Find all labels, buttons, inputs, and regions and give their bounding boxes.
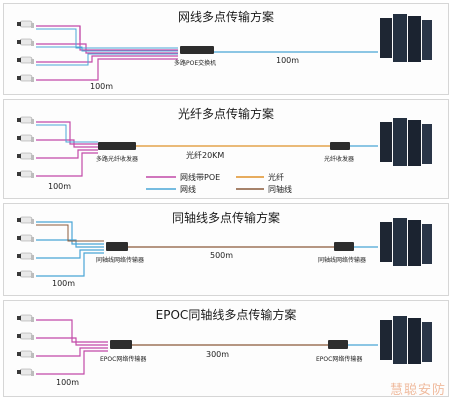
camera-icon (16, 170, 35, 179)
fiber-transceiver-icon (98, 142, 136, 150)
epoc-receiver-label: EPOC网络传输器 (316, 356, 363, 363)
panel4-title: EPOC同轴线多点传输方案 (155, 308, 297, 322)
coax-transmitter-icon (106, 242, 128, 251)
fiber-receiver-label: 光纤收发器 (324, 156, 355, 163)
coax-transmitter-label: 同轴线网络传输器 (96, 257, 145, 264)
panel3-ethernet-lines (36, 221, 104, 277)
fiber-receiver-icon (330, 142, 350, 150)
panel2-cameras (16, 116, 35, 179)
epoc-transmitter-label: EPOC网络传输器 (100, 356, 147, 363)
legend-coax-label: 同轴线 (268, 185, 292, 194)
panel4-distance-label: 300m (206, 350, 230, 359)
panel4-camera-distance-label: 100m (56, 378, 80, 387)
panel3-cameras (16, 216, 35, 279)
camera-icon (16, 152, 35, 161)
poe-switch-icon (180, 46, 214, 54)
camera-icon (16, 134, 35, 143)
legend-ethernet-label: 网线 (180, 185, 196, 194)
watermark: 慧聪安防 (389, 383, 446, 398)
panel1-distance-label: 100m (276, 56, 300, 65)
coax-receiver-icon (334, 242, 354, 251)
panel2-camera-distance-label: 100m (48, 182, 72, 191)
panel2-title: 光纤多点传输方案 (177, 107, 274, 121)
panel1-camera-distance-label: 100m (90, 82, 114, 91)
panel1-ethernet-lines (36, 28, 178, 66)
panel-epoc (3, 300, 449, 397)
panel1-poe-lines (36, 25, 178, 81)
server-icon (380, 316, 432, 364)
poe-switch-label: 多路POE交换机 (174, 60, 217, 67)
panel4-poe-lines (36, 319, 108, 375)
panel1-title: 网线多点传输方案 (177, 10, 274, 24)
coax-receiver-label: 同轴线网络传输器 (318, 257, 367, 264)
panel-fiber (3, 99, 449, 199)
camera-icon (16, 350, 35, 359)
legend-fiber-label: 光纤 (268, 173, 284, 182)
panel3-coax-lines (36, 224, 104, 242)
panel2-poe-lines (36, 121, 98, 177)
panel3-title: 同轴线多点传输方案 (171, 211, 280, 225)
camera-icon (16, 38, 35, 47)
epoc-transmitter-icon (110, 340, 132, 349)
camera-icon (16, 56, 35, 65)
camera-icon (16, 74, 35, 83)
camera-icon (16, 332, 35, 341)
camera-icon (16, 234, 35, 243)
panel3-distance-label: 500m (210, 251, 234, 260)
panel2-ethernet-lines (36, 124, 98, 143)
camera-icon (16, 252, 35, 261)
panel1-cameras (16, 20, 35, 83)
camera-icon (16, 368, 35, 377)
camera-icon (16, 270, 35, 279)
fiber-transceiver-label: 多路光纤收发器 (96, 156, 139, 163)
legend-poe-label: 网线带POE (180, 173, 221, 182)
panel4-cameras (16, 314, 35, 377)
panel-coax (3, 203, 449, 296)
epoc-receiver-icon (328, 340, 348, 349)
panel3-camera-distance-label: 100m (52, 279, 76, 288)
legend (146, 176, 264, 190)
server-icon (380, 118, 432, 166)
panel2-distance-label: 光纤20KM (186, 151, 225, 160)
